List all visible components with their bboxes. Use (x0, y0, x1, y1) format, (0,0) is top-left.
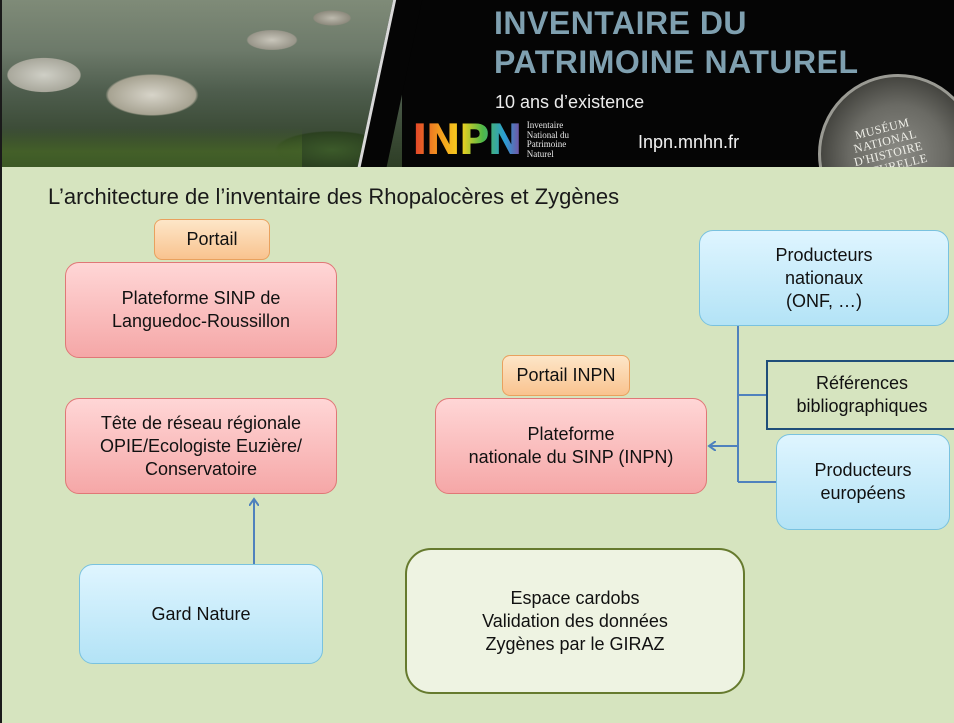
plateforme-lr-line: Languedoc-Roussillon (111, 311, 291, 331)
inpn-caption-line: Naturel (526, 148, 554, 159)
banner-title-line-2: PATRIMOINE NATUREL (494, 44, 859, 80)
banner-title: INVENTAIRE DU PATRIMOINE NATUREL (494, 4, 859, 82)
inpn-caption-line: National du (526, 129, 569, 140)
plateforme-lr-line: Plateforme SINP de (121, 288, 281, 308)
espace-cardobs-line: Zygènes par le GIRAZ (485, 633, 665, 654)
plateforme-nationale-line: nationale du SINP (INPN) (468, 447, 674, 467)
inpn-caption-line: Patrimoine (526, 139, 567, 149)
inpn-logo: INPN Inventaire National du Patrimoine N… (412, 118, 569, 162)
portail-inpn-box: Portail INPN (502, 355, 630, 396)
espace-cardobs-line: Espace cardobs (510, 587, 640, 608)
producteurs-europeens-box: Producteurs européens (776, 434, 950, 530)
river-vegetation (2, 128, 302, 167)
banner-title-line-1: INVENTAIRE DU (494, 5, 748, 41)
inpn-caption-line: Inventaire (526, 120, 564, 130)
portail-box: Portail (154, 219, 270, 260)
producteurs-nationaux-line: (ONF, …) (786, 290, 862, 311)
header-banner: INVENTAIRE DU PATRIMOINE NATUREL 10 ans … (2, 0, 954, 167)
tete-reseau-line: OPIE/Ecologiste Euzière/ (99, 435, 303, 456)
banner-subtitle: 10 ans d’existence (495, 92, 645, 112)
espace-cardobs-box: Espace cardobs Validation des données Zy… (405, 548, 745, 694)
plateforme-sinp-lr-box: Plateforme SINP de Languedoc-Roussillon (65, 262, 337, 358)
producteurs-europeens-line: Producteurs (814, 460, 912, 480)
tete-reseau-box: Tête de réseau régionale OPIE/Ecologiste… (65, 398, 337, 494)
producteurs-nationaux-box: Producteurs nationaux (ONF, …) (699, 230, 949, 326)
producteurs-nationaux-line: nationaux (784, 267, 864, 288)
gard-nature-box: Gard Nature (79, 564, 323, 664)
producteurs-nationaux-line: Producteurs (775, 244, 873, 265)
espace-cardobs-line: Validation des données (482, 610, 668, 631)
tete-reseau-line: Tête de réseau régionale (100, 412, 302, 433)
plateforme-nationale-box: Plateforme nationale du SINP (INPN) (435, 398, 707, 494)
references-line: bibliographiques (796, 396, 928, 416)
references-line: Références (815, 373, 909, 393)
inpn-logo-letters: INPN (412, 115, 523, 164)
producteurs-europeens-line: européens (820, 483, 906, 503)
slide-title: L’architecture de l’inventaire des Rhopa… (48, 184, 620, 209)
references-bibliographiques-box: Références bibliographiques (766, 360, 954, 430)
tete-reseau-line: Conservatoire (144, 458, 258, 479)
plateforme-nationale-line: Plateforme (527, 424, 615, 444)
banner-url: Inpn.mnhn.fr (638, 132, 740, 152)
inpn-logo-caption: Inventaire National du Patrimoine Nature… (526, 120, 569, 159)
